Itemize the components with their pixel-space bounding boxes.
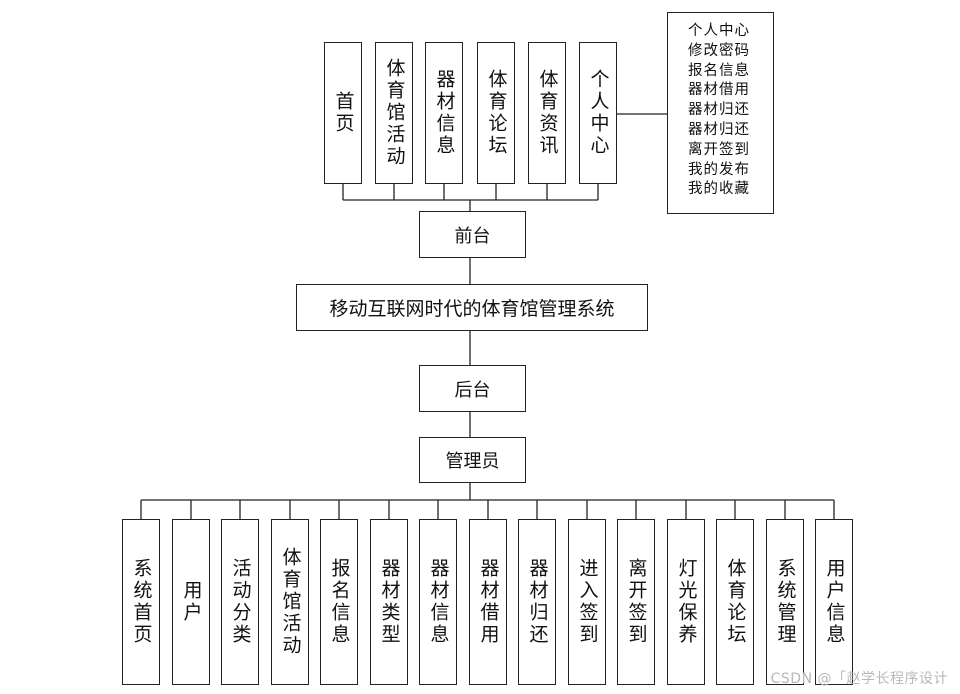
back-module-14: 用户信息 xyxy=(815,519,853,685)
back-module-1: 用户 xyxy=(172,519,210,685)
personal-center-item: 器材借用 xyxy=(688,82,750,99)
front-module-label: 体育资讯 xyxy=(536,69,559,157)
front-module-label: 器材信息 xyxy=(433,69,456,157)
front-module-label: 首页 xyxy=(332,91,355,135)
back-module-label: 离开签到 xyxy=(625,558,648,646)
back-module-label: 用户信息 xyxy=(823,558,846,646)
front-module-3: 体育论坛 xyxy=(477,42,515,184)
front-module-label: 体育论坛 xyxy=(485,69,508,157)
watermark: CSDN @「赵学长程序设计 xyxy=(770,671,948,687)
front-module-0: 首页 xyxy=(324,42,362,184)
personal-center-item: 个人中心 xyxy=(688,23,750,39)
back-module-label: 用户 xyxy=(180,580,203,624)
back-module-4: 报名信息 xyxy=(320,519,358,685)
personal-center-item: 我的收藏 xyxy=(688,181,750,198)
back-module-label: 体育馆活动 xyxy=(279,547,302,657)
back-module-6: 器材信息 xyxy=(419,519,457,685)
back-module-5: 器材类型 xyxy=(370,519,408,685)
system-title: 移动互联网时代的体育馆管理系统 xyxy=(329,298,615,320)
personal-center-item: 我的发布 xyxy=(688,161,750,178)
back-module-9: 进入签到 xyxy=(568,519,606,685)
back-module-label: 系统管理 xyxy=(774,558,797,646)
back-module-label: 灯光保养 xyxy=(675,558,698,646)
personal-center-item: 离开签到 xyxy=(688,141,750,158)
frontend-node: 前台 xyxy=(419,211,526,258)
back-module-label: 活动分类 xyxy=(229,558,252,646)
back-module-label: 器材信息 xyxy=(427,558,450,646)
back-module-3: 体育馆活动 xyxy=(271,519,309,685)
front-module-5: 个人中心 xyxy=(579,42,617,184)
front-module-4: 体育资讯 xyxy=(528,42,566,184)
back-module-label: 器材借用 xyxy=(477,558,500,646)
back-module-label: 进入签到 xyxy=(576,558,599,646)
back-module-2: 活动分类 xyxy=(221,519,259,685)
back-module-0: 系统首页 xyxy=(122,519,160,685)
back-module-12: 体育论坛 xyxy=(716,519,754,685)
front-module-2: 器材信息 xyxy=(425,42,463,184)
system-node: 移动互联网时代的体育馆管理系统 xyxy=(296,284,648,331)
back-module-7: 器材借用 xyxy=(469,519,507,685)
backend-node: 后台 xyxy=(419,365,526,412)
back-module-13: 系统管理 xyxy=(766,519,804,685)
personal-center-item: 修改密码 xyxy=(688,42,750,59)
admin-node: 管理员 xyxy=(419,437,526,483)
back-module-8: 器材归还 xyxy=(518,519,556,685)
personal-center-list: 个人中心 修改密码 报名信息 器材借用 器材归还 器材归还 离开签到 我的发布 … xyxy=(667,12,774,214)
front-module-label: 体育馆活动 xyxy=(383,58,406,168)
backend-label: 后台 xyxy=(454,379,491,401)
back-module-label: 器材类型 xyxy=(378,558,401,646)
front-module-label: 个人中心 xyxy=(587,69,610,157)
personal-center-item: 器材归还 xyxy=(688,121,750,138)
back-module-11: 灯光保养 xyxy=(667,519,705,685)
back-module-label: 报名信息 xyxy=(328,558,351,646)
back-module-label: 体育论坛 xyxy=(724,558,747,646)
personal-center-item: 报名信息 xyxy=(688,62,750,79)
personal-center-item: 器材归还 xyxy=(688,102,750,119)
back-module-label: 器材归还 xyxy=(526,558,549,646)
front-module-1: 体育馆活动 xyxy=(375,42,413,184)
admin-label: 管理员 xyxy=(445,451,500,472)
frontend-label: 前台 xyxy=(454,225,491,247)
back-module-label: 系统首页 xyxy=(130,558,153,646)
back-module-10: 离开签到 xyxy=(617,519,655,685)
